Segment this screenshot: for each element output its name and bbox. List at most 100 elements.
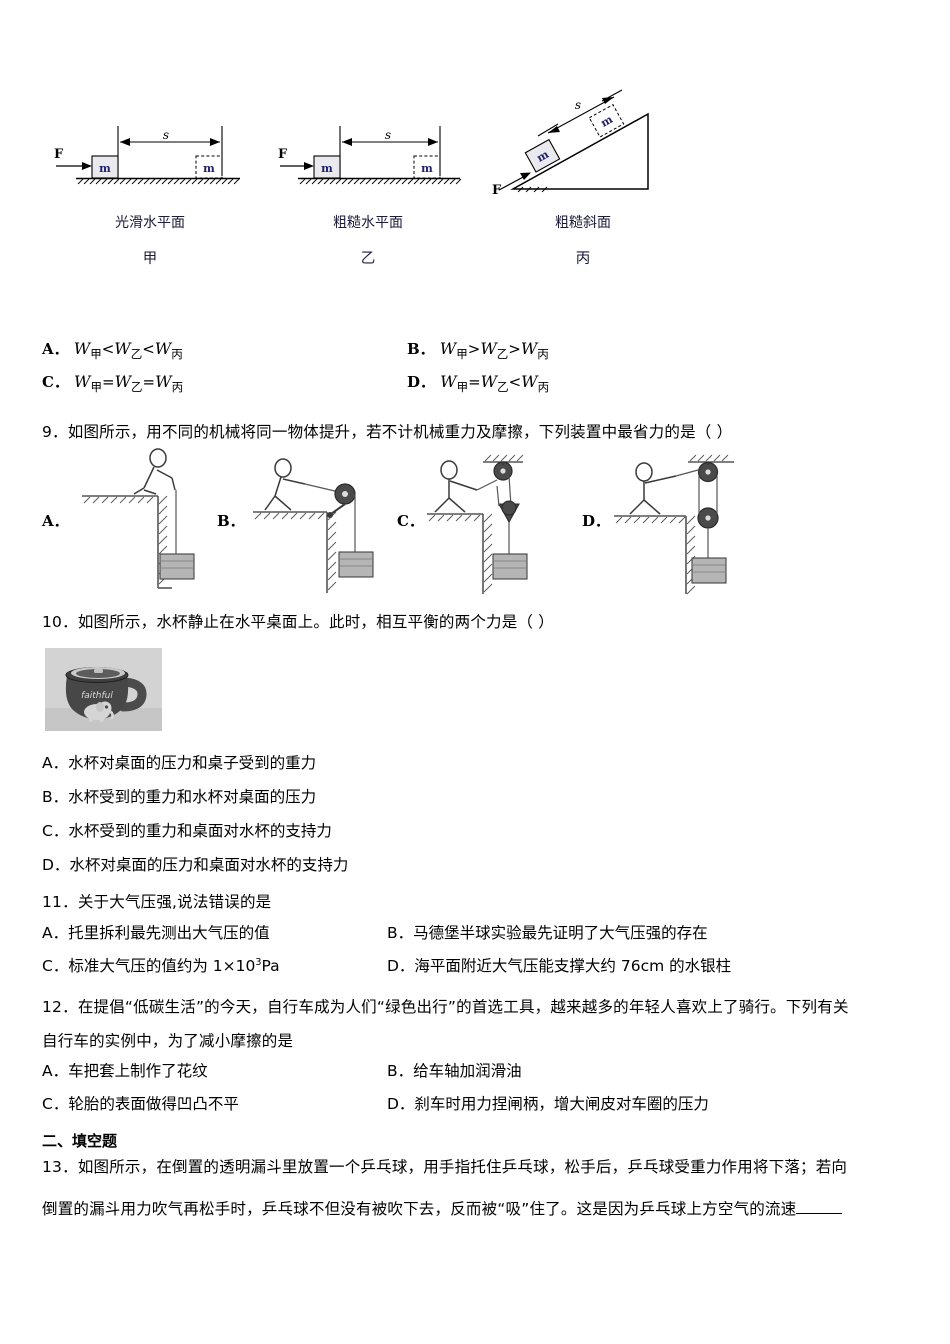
q9-option-b-svg [253,458,374,593]
q10-option-d[interactable]: D．水杯对桌面的压力和桌面对水杯的支持力 [42,856,349,874]
q9-option-c-letter: C． [397,512,424,530]
w-symbol: W [74,372,91,391]
mug-photo: faithful [45,648,162,731]
w-symbol: W [480,372,498,391]
svg-text:s: s [163,128,169,142]
q9-option-a[interactable]: A． [40,448,252,598]
option-row: C． W甲=W乙=W丙 D． W甲=W乙<W丙 [42,371,912,404]
w-symbol: W [521,372,538,391]
svg-text:m: m [203,162,215,175]
w-symbol: W [154,339,172,358]
w-symbol: W [114,372,132,391]
w-sub-3: 丙 [537,380,550,395]
figure-yi-label: 乙 [360,251,376,267]
question12-stem-line1: 12．在提倡“低碳生活”的今天，自行车成为人们“绿色出行”的首选工具，越来越多的… [42,998,849,1016]
q8-option-c-expr: W甲=W乙=W丙 [74,372,184,395]
svg-text:m: m [321,162,333,175]
question13-line2-text: 倒置的漏斗用力吹气再松手时，乒乓球不但没有被吹下去，反而被“吸”住了。这是因为乒… [42,1200,797,1219]
figure-yi-caption: 粗糙水平面 [333,215,403,231]
q10-option-c[interactable]: C．水杯受到的重力和桌面对水杯的支持力 [42,822,332,840]
q9-option-b[interactable]: B． [215,448,427,598]
figure-jia-svg: s F m m [54,126,240,185]
q9-option-d[interactable]: D． [580,448,792,598]
w-sub-2: 乙 [131,380,143,395]
figure-bing: m m F s [478,84,688,267]
svg-text:m: m [598,113,615,130]
q11-option-c[interactable]: C．标准大气压的值约为 1×103Pa [42,955,280,978]
q9-option-d-svg [614,454,734,595]
w-sub-1: 甲 [456,380,469,395]
w-sub-2: 乙 [496,347,509,362]
q9-option-c-svg [427,454,528,594]
question9-figure-group: A． [0,448,950,603]
section2-title: 二、填空题 [42,1132,118,1150]
figure-yi: s F m m [268,84,468,267]
q8-option-c[interactable]: C． W甲=W乙=W丙 [42,371,183,395]
question10-options: A．水杯对桌面的压力和桌子受到的重力 B．水杯受到的重力和水杯对桌面的压力 C．… [42,752,742,888]
q8-option-d[interactable]: D． W甲=W乙<W丙 [407,371,549,395]
svg-text:s: s [575,98,581,112]
q8-option-a[interactable]: A． W甲<W乙<W丙 [42,338,183,362]
q8-option-a-letter: A． [42,340,69,358]
svg-text:m: m [421,162,433,175]
figure-bing-caption: 粗糙斜面 [555,215,611,231]
figure-bing-svg: m m F s [492,89,649,198]
w-symbol: W [155,372,172,391]
figure-jia-caption: 光滑水平面 [115,215,185,231]
q8-option-d-expr: W甲=W乙<W丙 [440,372,550,395]
q9-option-b-letter: B． [217,512,245,530]
w-sub-3: 丙 [171,380,184,395]
w-symbol: W [73,339,91,358]
w-sub-1: 甲 [90,380,103,395]
svg-text:F: F [54,147,64,162]
q11-option-c-exponent: 3 [255,956,262,968]
q11-option-c-post: Pa [261,957,280,975]
q8-option-b-expr: W甲>W乙>W丙 [439,339,549,362]
q8-option-b[interactable]: B． W甲>W乙>W丙 [407,338,549,362]
q12-option-d[interactable]: D．刹车时用力捏闸柄，增大闸皮对车圈的压力 [387,1095,709,1113]
q12-option-c[interactable]: C．轮胎的表面做得凹凸不平 [42,1095,239,1113]
question11-options: A．托里拆利最先测出大气压的值 B．马德堡半球实验最先证明了大气压强的存在 C．… [42,922,922,988]
answer-blank[interactable] [796,1213,843,1215]
q11-option-d[interactable]: D．海平面附近大气压能支撑大约 76cm 的水银柱 [387,957,732,975]
q8-option-c-letter: C． [42,373,69,391]
w-symbol: W [480,339,497,358]
question12-options: A．车把套上制作了花纹 B．给车轴加润滑油 C．轮胎的表面做得凹凸不平 D．刹车… [42,1060,922,1126]
q10-option-b[interactable]: B．水杯受到的重力和水杯对桌面的压力 [42,788,317,806]
w-op-1: = [102,373,115,391]
question8-options: A． W甲<W乙<W丙 B． W甲>W乙>W丙 C． W甲=W乙=W丙 D． [42,338,912,404]
q9-option-a-letter: A． [42,512,69,530]
q11-option-c-pre: C．标准大气压的值约为 1×10 [42,957,256,975]
w-op-2: < [142,340,155,358]
question13-line2: 倒置的漏斗用力吹气再松手时，乒乓球不但没有被吹下去，反而被“吸”住了。这是因为乒… [42,1197,924,1221]
q11-option-a[interactable]: A．托里拆利最先测出大气压的值 [42,924,270,942]
q8-option-b-letter: B． [407,340,435,358]
question13-line1: 13．如图所示，在倒置的透明漏斗里放置一个乒乓球，用手指托住乒乓球，松手后，乒乓… [42,1158,848,1176]
figure-jia-label: 甲 [142,251,158,267]
question9-stem: 9．如图所示，用不同的机械将同一物体提升，若不计机械重力及摩擦，下列装置中最省力… [42,423,733,441]
w-op-2: < [508,373,522,391]
question8-figure-group: s F m m [0,84,950,284]
svg-text:F: F [278,147,288,162]
q9-option-d-letter: D． [582,512,611,530]
q12-option-b[interactable]: B．给车轴加润滑油 [387,1062,522,1080]
svg-text:s: s [385,128,391,142]
q11-option-b[interactable]: B．马德堡半球实验最先证明了大气压强的存在 [387,924,708,942]
w-sub-1: 甲 [90,347,102,362]
w-sub-2: 乙 [497,380,509,395]
w-sub-2: 乙 [130,347,143,362]
w-symbol: W [439,339,457,358]
w-op-2: > [508,340,521,358]
question12-stem-line2: 自行车的实例中，为了减小摩擦的是 [42,1032,294,1051]
figure-yi-svg: s F m m [278,126,462,185]
question13-stem: 13．如图所示，在倒置的透明漏斗里放置一个乒乓球，用手指托住乒乓球，松手后，乒乓… [42,1155,924,1221]
figure-bing-label: 丙 [575,251,591,267]
svg-text:faithful: faithful [81,691,113,701]
q12-option-a[interactable]: A．车把套上制作了花纹 [42,1062,208,1080]
q9-option-c[interactable]: C． [395,448,607,598]
question10-stem: 10．如图所示，水杯静止在水平桌面上。此时，相互平衡的两个力是（ ） [42,613,554,631]
question12-stem: 12．在提倡“低碳生活”的今天，自行车成为人们“绿色出行”的首选工具，越来越多的… [42,995,924,1053]
q9-option-a-svg [82,448,195,589]
q10-option-a[interactable]: A．水杯对桌面的压力和桌子受到的重力 [42,754,317,772]
w-op-1: > [467,340,481,358]
